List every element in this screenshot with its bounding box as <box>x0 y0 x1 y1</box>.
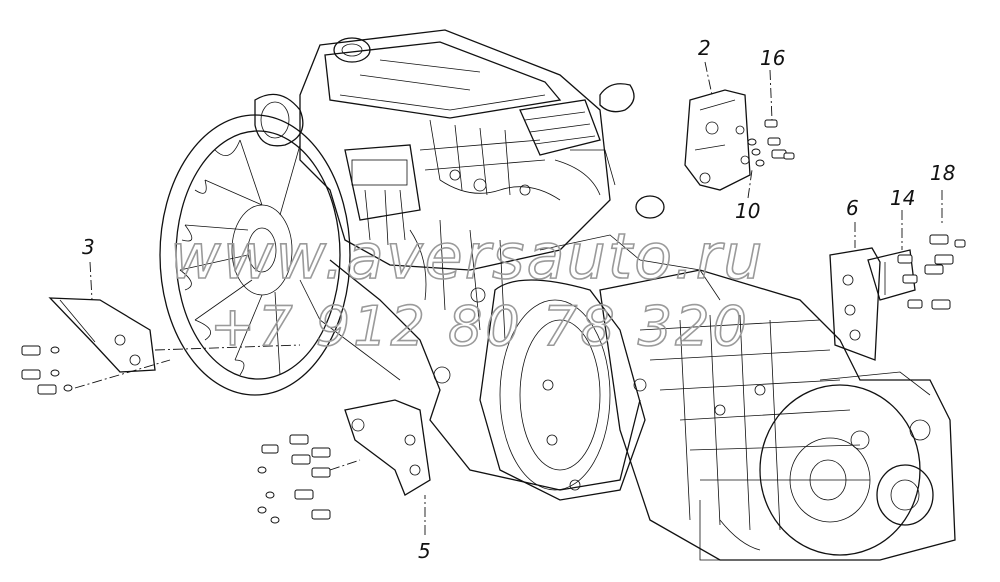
callout-14: 14 <box>890 186 915 210</box>
watermark-site: www.aversauto.ru <box>170 220 765 293</box>
bracket-part-5 <box>257 399 431 535</box>
bracket-part-6 <box>829 222 916 361</box>
bolts-part-16 <box>764 69 795 160</box>
callout-5: 5 <box>418 539 431 563</box>
callout-10: 10 <box>735 199 760 223</box>
bolts-part-14 <box>897 210 923 309</box>
callout-16: 16 <box>760 46 785 70</box>
callout-2: 2 <box>698 36 711 60</box>
gearbox-assembly <box>479 269 956 561</box>
bolts-part-18 <box>924 190 966 310</box>
bracket-part-2 <box>684 61 751 191</box>
bracket-part-3 <box>21 261 301 395</box>
callout-3: 3 <box>82 235 95 259</box>
callout-6: 6 <box>846 196 859 220</box>
engine-block <box>254 29 721 491</box>
watermark-phone: +7 912 80 78 320 <box>210 295 750 358</box>
callout-18: 18 <box>930 161 955 185</box>
washers-part-10 <box>747 138 765 199</box>
